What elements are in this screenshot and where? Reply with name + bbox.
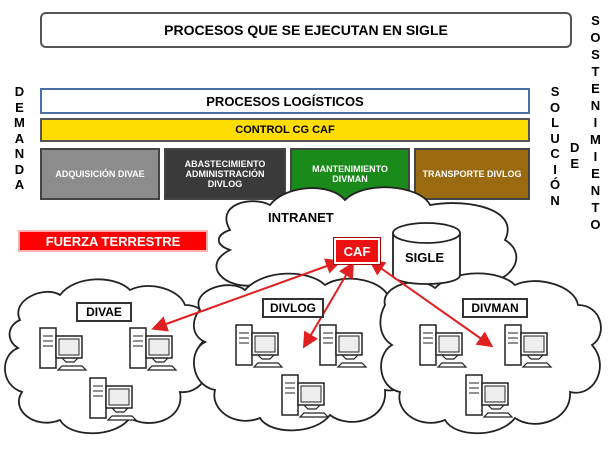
procesos-logisticos-label: PROCESOS LOGÍSTICOS <box>206 93 364 109</box>
sigle-label: SIGLE <box>405 250 445 265</box>
demanda-letter: E <box>15 99 24 115</box>
sostenimiento-letter: I <box>593 149 598 164</box>
solucion-letter: N <box>550 192 560 208</box>
dept-adquisicion: ADQUISICIÓN DIVAE <box>40 148 160 200</box>
sostenimiento-letter: E <box>591 81 600 96</box>
dept-label: ADQUISICIÓN DIVAE <box>55 169 145 179</box>
solucion-letter: O <box>550 99 561 115</box>
demanda-letter: A <box>14 177 25 192</box>
dept-abastecimiento: ABASTECIMIENTO ADMINISTRACIÓN DIVLOG <box>164 148 286 200</box>
demanda-letter: N <box>14 146 25 161</box>
demanda-vertical-text: D E M A N D A <box>14 84 25 193</box>
fuerza-terrestre-label-box: FUERZA TERRESTRE <box>18 230 208 252</box>
intranet-label: INTRANET <box>268 210 334 225</box>
diagram-title-box: PROCESOS QUE SE EJECUTAN EN SIGLE <box>40 12 572 48</box>
de-letter: E <box>570 155 580 171</box>
de-vertical-text: D E <box>570 140 579 171</box>
cluster-label-box-divae: DIVAE <box>76 302 132 322</box>
cluster-label: DIVLOG <box>269 301 316 315</box>
sostenimiento-letter: N <box>590 183 601 198</box>
control-label: CONTROL CG CAF <box>235 124 335 136</box>
cluster-label-box-divman: DIVMAN <box>462 298 528 318</box>
demanda-letter: A <box>14 130 25 146</box>
caf-box: CAF <box>333 237 381 265</box>
sostenimiento-vertical-text: S O S T E N I M I E N T O <box>590 12 601 233</box>
dept-label: ABASTECIMIENTO ADMINISTRACIÓN DIVLOG <box>184 159 266 189</box>
sostenimiento-letter: S <box>591 13 600 28</box>
sostenimiento-letter: T <box>591 64 600 79</box>
cluster-label: DIVAE <box>86 305 122 319</box>
solucion-letter: C <box>550 146 560 161</box>
control-box: CONTROL CG CAF <box>40 118 530 142</box>
solucion-letter: I <box>553 161 557 177</box>
sostenimiento-letter: E <box>591 166 600 181</box>
demanda-letter: D <box>14 84 25 99</box>
solucion-letter: L <box>551 115 560 130</box>
sostenimiento-letter: N <box>590 98 601 113</box>
solucion-vertical-text: S O L U C I Ó N <box>550 84 560 208</box>
sostenimiento-letter: S <box>591 47 600 62</box>
caf-label: CAF <box>343 243 371 259</box>
diagram-title: PROCESOS QUE SE EJECUTAN EN SIGLE <box>164 22 448 38</box>
solucion-letter: Ó <box>550 177 561 192</box>
arrow-caf-divman <box>368 259 494 348</box>
de-letter: D <box>570 140 580 155</box>
sostenimiento-letter: O <box>590 30 601 45</box>
sostenimiento-letter: T <box>591 200 600 215</box>
sostenimiento-letter: M <box>590 132 601 147</box>
dept-transporte: TRANSPORTE DIVLOG <box>414 148 530 200</box>
demanda-letter: D <box>14 161 25 177</box>
dept-label: TRANSPORTE DIVLOG <box>422 169 522 179</box>
solucion-letter: S <box>550 84 560 99</box>
demanda-letter: M <box>14 115 25 130</box>
procesos-logisticos-box: PROCESOS LOGÍSTICOS <box>40 88 530 114</box>
sostenimiento-letter: I <box>593 115 598 130</box>
cluster-label-box-divlog: DIVLOG <box>262 298 324 318</box>
solucion-letter: U <box>550 130 560 146</box>
arrow-caf-divlog <box>302 261 355 349</box>
fuerza-terrestre-label: FUERZA TERRESTRE <box>45 233 181 249</box>
dept-label: MANTENIMIENTO DIVMAN <box>312 164 388 184</box>
cluster-label: DIVMAN <box>471 301 519 315</box>
sostenimiento-letter: O <box>590 217 601 232</box>
